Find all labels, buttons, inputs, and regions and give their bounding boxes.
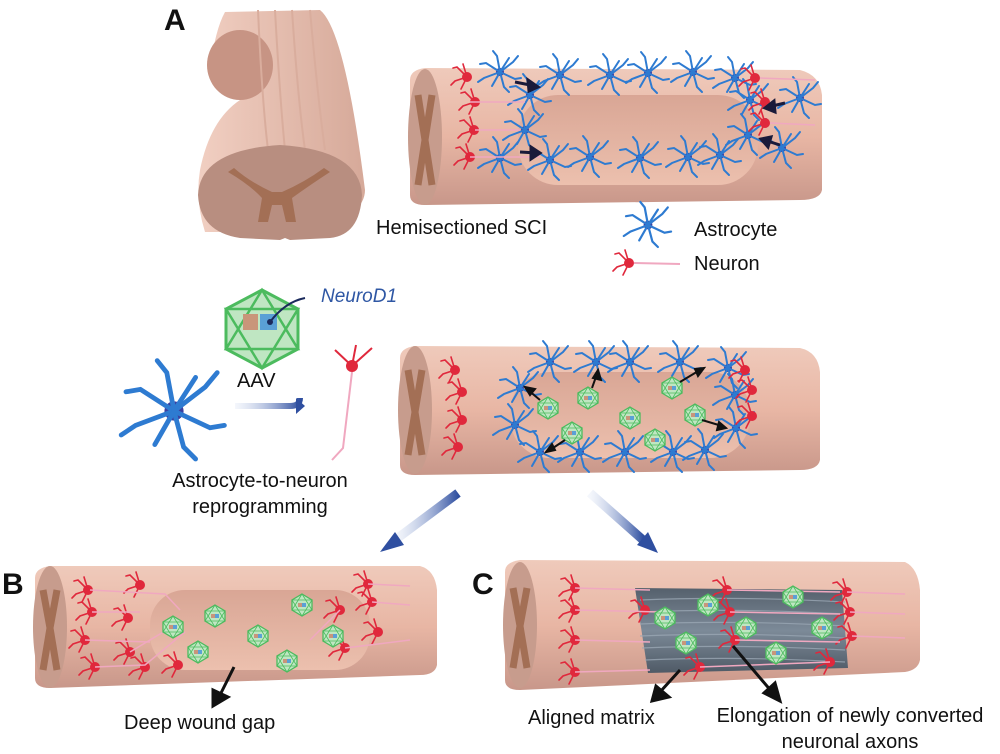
axons-A	[470, 77, 816, 158]
migration-arrows-A	[514, 76, 786, 162]
conversion-arrow	[235, 397, 303, 409]
annotation-arrow-B	[211, 666, 236, 709]
large-astrocyte-icon	[121, 361, 224, 459]
conversion-arrows-middle	[522, 366, 729, 454]
aav-virion-icon	[223, 287, 306, 371]
annotation-elongation-line1: Elongation of newly converted	[716, 705, 984, 727]
gene-label-neurod1: NeuroD1	[321, 286, 398, 307]
panel-label-C: C	[472, 568, 494, 601]
panel-label-A: A	[164, 4, 186, 37]
tube-panel-middle	[398, 346, 820, 475]
arrowhead-C	[637, 532, 658, 553]
arrow-to-panel-C	[587, 489, 646, 544]
large-neuron-icon	[331, 344, 373, 461]
spinal-cord-illustration	[198, 9, 365, 240]
vector-label-aav: AAV	[237, 370, 276, 392]
arrowhead-B	[380, 532, 404, 552]
legend-astrocyte-label: Astrocyte	[694, 219, 778, 241]
annotation-arrows-C	[649, 645, 783, 704]
legend-neuron-icon	[612, 249, 681, 276]
process-label-line2: reprogramming	[192, 496, 328, 518]
annotation-elongation-line2: neuronal axons	[781, 731, 919, 753]
panel-label-B: B	[2, 568, 24, 601]
legend-neuron-label: Neuron	[694, 253, 760, 275]
caption-hemisectioned-sci: Hemisectioned SCI	[376, 217, 548, 239]
annotation-deep-wound-gap: Deep wound gap	[124, 712, 276, 734]
arrow-to-panel-B	[392, 489, 461, 544]
legend-astrocyte-icon	[622, 200, 673, 249]
annotation-aligned-matrix: Aligned matrix	[528, 707, 655, 729]
process-label-line1: Astrocyte-to-neuron	[172, 470, 348, 492]
